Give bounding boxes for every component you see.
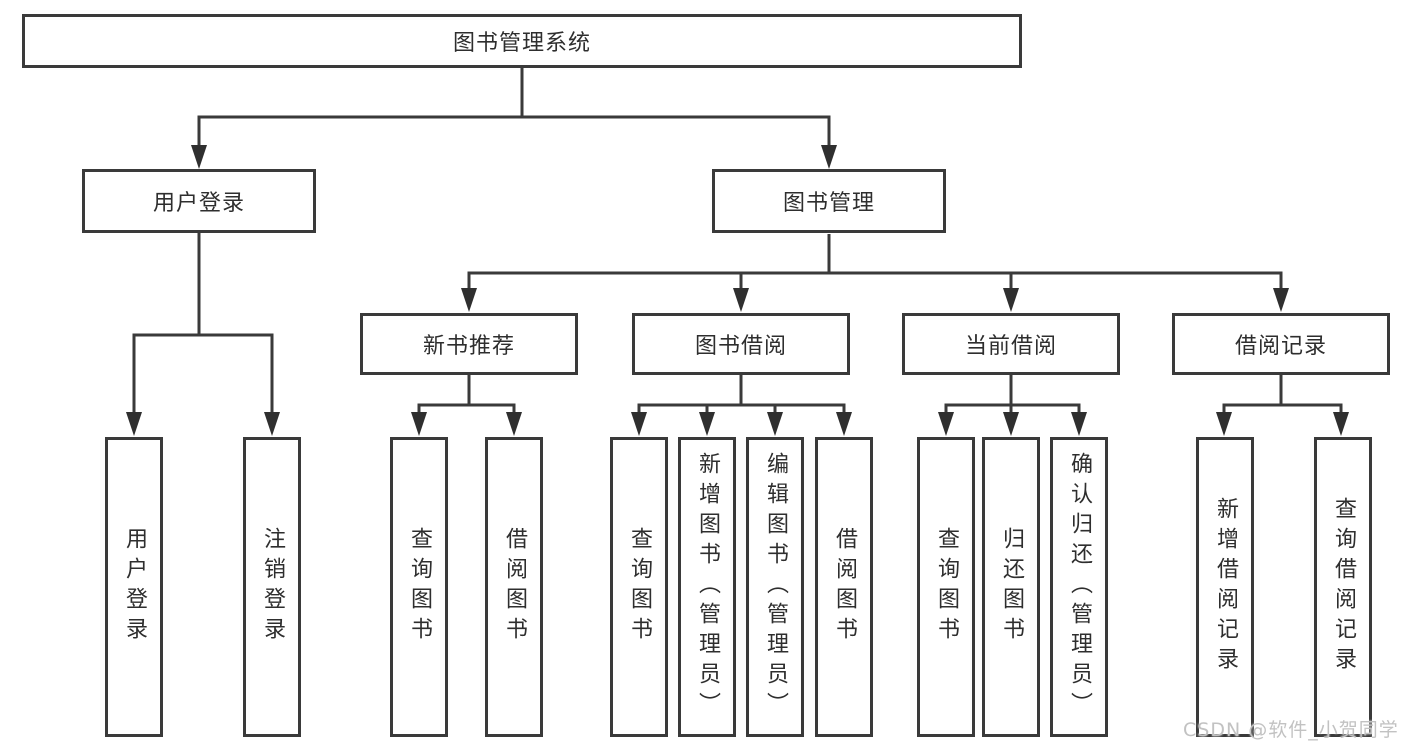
edge-borrow-to-leaves xyxy=(637,375,846,418)
leaf-query-borrow-record: 查询借阅记录 xyxy=(1314,437,1372,737)
node-new-book-recommend: 新书推荐 xyxy=(360,313,578,375)
node-book-management: 图书管理 xyxy=(712,169,946,233)
leaf-logout: 注销登录 xyxy=(243,437,301,737)
leaf-add-borrow-record: 新增借阅记录 xyxy=(1196,437,1254,737)
leaf-user-login: 用户登录 xyxy=(105,437,163,737)
csdn-watermark: CSDN @软件_小贺同学 xyxy=(1183,719,1399,741)
node-book-borrow: 图书借阅 xyxy=(632,313,850,375)
node-current-borrow: 当前借阅 xyxy=(902,313,1120,375)
edge-root-to-level2 xyxy=(197,68,831,152)
edge-current-to-leaves xyxy=(944,375,1081,418)
leaf-borrow-books-recommend: 借阅图书 xyxy=(485,437,543,737)
leaf-borrow-books: 借阅图书 xyxy=(815,437,873,737)
leaf-query-books-current: 查询图书 xyxy=(917,437,975,737)
edge-records-to-leaves xyxy=(1222,375,1343,418)
edge-bookmgmt-to-level3 xyxy=(467,234,1283,294)
leaf-confirm-return-admin: 确认归还（管理员） xyxy=(1050,437,1108,737)
leaf-return-books: 归还图书 xyxy=(982,437,1040,737)
leaf-query-books-recommend: 查询图书 xyxy=(390,437,448,737)
node-root-system: 图书管理系统 xyxy=(22,14,1022,68)
leaf-add-books-admin: 新增图书（管理员） xyxy=(678,437,736,737)
leaf-edit-books-admin: 编辑图书（管理员） xyxy=(746,437,804,737)
node-user-login: 用户登录 xyxy=(82,169,316,233)
edge-userlogin-to-leaves xyxy=(132,233,274,418)
node-borrow-records: 借阅记录 xyxy=(1172,313,1390,375)
edge-newbook-to-leaves xyxy=(417,375,516,418)
leaf-query-books-borrow: 查询图书 xyxy=(610,437,668,737)
